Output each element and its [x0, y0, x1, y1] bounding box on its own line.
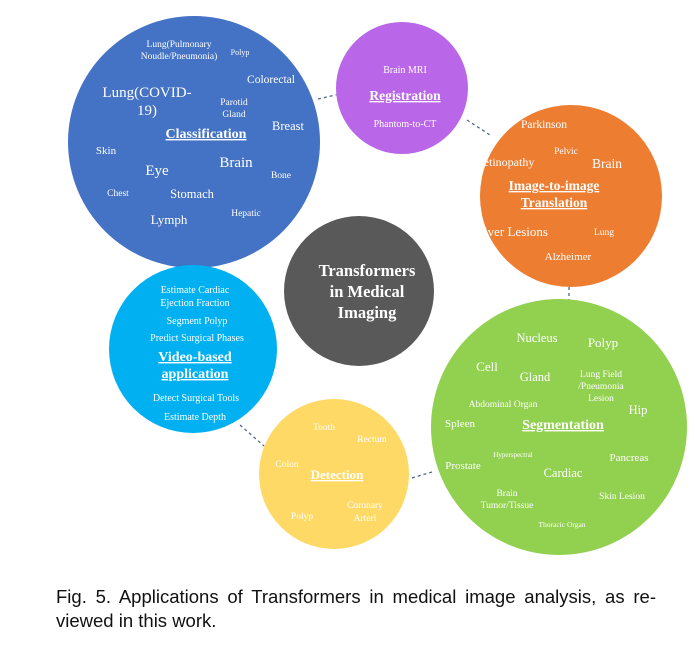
center-label: Transformers in Medical Imaging [319, 261, 416, 322]
video-title: application [162, 367, 229, 382]
item-brain: Brain [592, 156, 622, 171]
item-lung-covid: 19) [137, 103, 157, 119]
classification-circle [68, 16, 320, 268]
item-spleen: Spleen [445, 418, 475, 430]
item-cell: Cell [476, 359, 498, 374]
item-lung-field: /Pneumonia [578, 382, 624, 392]
item-abdominal-organ: Abdominal Organ [469, 400, 538, 410]
item-lung-pulmonary: Noudle/Pneumonia) [141, 51, 218, 62]
segmentation-circle [431, 299, 687, 555]
item-skin: Skin [96, 145, 117, 157]
video-circle [109, 265, 277, 433]
applications-diagram: Transformers in Medical Imaging Lung(Pul… [68, 16, 687, 555]
item-stomach: Stomach [170, 187, 214, 201]
translation-circle [480, 105, 662, 287]
segmentation-items: Nucleus Polyp Cell Gland Lung Field /Pne… [445, 331, 649, 529]
item-hip: Hip [629, 403, 648, 417]
item-skin-lesion: Skin Lesion [599, 492, 645, 502]
item-hepatic: Hepatic [231, 209, 261, 219]
translation-title: Image-to-image [509, 178, 600, 193]
item-rectum: Rectum [357, 435, 387, 445]
connector-segmentation-detection [411, 471, 433, 479]
translation-title: Translation [521, 195, 588, 210]
item-segment-polyp: Segment Polyp [167, 316, 228, 327]
item-parkinson: Parkinson [521, 119, 567, 131]
center-circle [284, 216, 434, 366]
item-lymph: Lymph [151, 212, 188, 227]
registration-circle [336, 22, 468, 154]
item-lung: Lung [594, 228, 614, 238]
item-brain-tumor: Tumor/Tissue [481, 501, 534, 511]
item-retinopathy: Retinopathy [476, 155, 535, 169]
item-estimate-cardiac: Ejection Fraction [160, 298, 229, 309]
center-line-2: in Medical [330, 282, 405, 301]
item-colon: Colon [275, 460, 298, 470]
item-breast: Breast [272, 119, 304, 133]
item-prostate: Prostate [445, 460, 481, 472]
item-estimate-cardiac: Estimate Cardiac [161, 285, 230, 296]
item-brain-tumor: Brain [496, 489, 517, 499]
item-eye: Eye [145, 163, 169, 179]
item-thoracic-organ: Thoracic Organ [538, 520, 585, 529]
item-tooth: Tooth [313, 423, 335, 433]
item-pelvic: Pelvic [554, 147, 578, 157]
item-polyp: Polyp [588, 335, 618, 350]
connector-registration-translation [466, 119, 491, 136]
item-polyp: Polyp [231, 48, 250, 57]
detection-items: Tooth Rectum Colon Coronary Arteri Polyp [275, 423, 387, 524]
item-liver-lesions: Liver Lesions [476, 224, 548, 239]
registration-title: Registration [369, 88, 441, 103]
classification-items: Lung(Pulmonary Noudle/Pneumonia) Polyp C… [96, 39, 305, 227]
item-estimate-depth: Estimate Depth [164, 412, 226, 423]
item-polyp: Polyp [291, 512, 313, 522]
detection-title: Detection [311, 467, 364, 482]
item-coronary: Arteri [354, 514, 377, 524]
item-lung-pulmonary: Lung(Pulmonary [147, 39, 212, 50]
item-chest: Chest [107, 189, 129, 199]
classification-title: Classification [166, 127, 247, 142]
item-lung-field: Lesion [588, 394, 614, 404]
center-line-3: Imaging [338, 303, 397, 322]
video-items: Estimate Cardiac Ejection Fraction Segme… [150, 285, 244, 423]
item-detect-tools: Detect Surgical Tools [153, 393, 239, 404]
item-brain: Brain [219, 155, 253, 171]
item-colorectal: Colorectal [247, 74, 295, 86]
item-lung-field: Lung Field [580, 370, 622, 380]
item-predict-phases: Predict Surgical Phases [150, 333, 244, 344]
item-cardiac: Cardiac [544, 466, 583, 480]
connector-detection-video [239, 424, 265, 447]
item-bone: Bone [271, 171, 291, 181]
video-title: Video-based [158, 350, 232, 365]
connector-classification-registration [317, 93, 341, 100]
translation-items: Parkinson Pelvic Retinopathy Brain Liver… [476, 119, 623, 263]
item-lung-covid: Lung(COVID- [102, 85, 191, 101]
item-gland: Gland [520, 370, 551, 384]
figure-caption: Fig. 5. Applications of Transformers in … [56, 586, 656, 631]
item-hyperspectral: Hyperspectral [493, 451, 532, 459]
item-parotid-gland: Parotid [220, 98, 248, 108]
detection-circle [259, 399, 409, 549]
item-phantom-ct: Phantom-to-CT [374, 119, 437, 130]
item-brain-mri: Brain MRI [383, 65, 427, 76]
item-coronary: Coronary [347, 501, 383, 511]
center-line-1: Transformers [319, 261, 416, 280]
item-parotid-gland: Gland [222, 110, 245, 120]
item-alzheimer: Alzheimer [545, 251, 592, 263]
segmentation-title: Segmentation [522, 418, 604, 433]
item-nucleus: Nucleus [517, 331, 558, 345]
item-pancreas: Pancreas [609, 452, 648, 464]
